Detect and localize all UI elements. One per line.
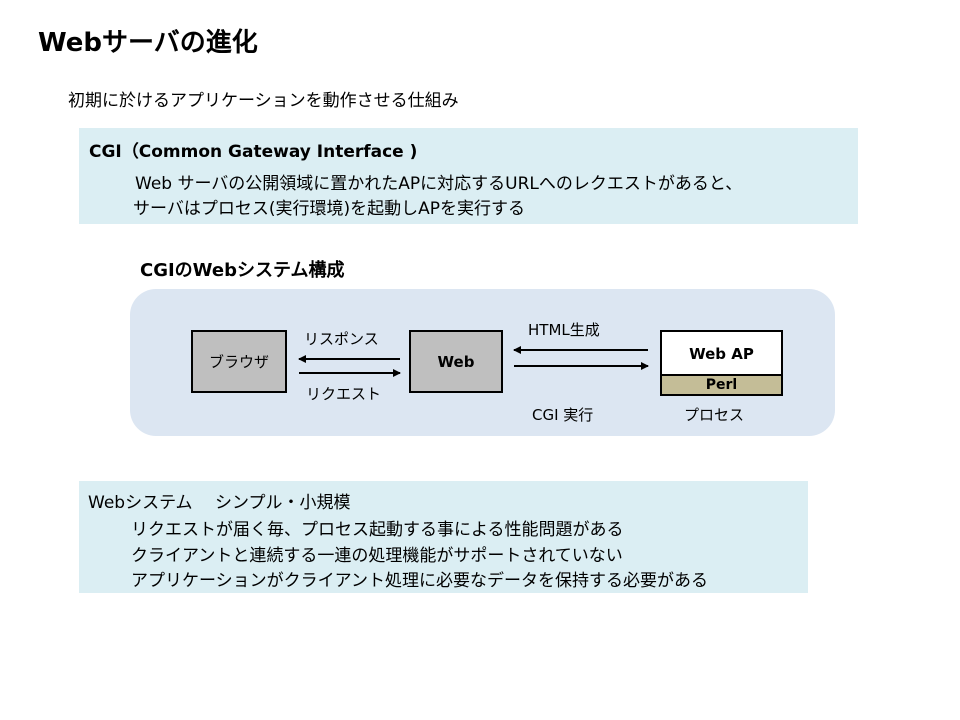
page-title: Webサーバの進化: [38, 28, 258, 58]
browser-node: ブラウザ: [191, 330, 287, 393]
html-generation-label: HTML生成: [528, 321, 600, 339]
cgi-definition-box: CGI（Common Gateway Interface ) Web サーバの公…: [79, 128, 858, 224]
response-label: リスポンス: [304, 330, 379, 348]
summary-item: アプリケーションがクライアント処理に必要なデータを保持する必要がある: [131, 571, 708, 591]
web-system-summary-box: Webシステム シンプル・小規模 リクエストが届く毎、プロセス起動する事による性…: [79, 481, 808, 593]
web-server-node: Web: [409, 330, 503, 393]
cgi-execute-label: CGI 実行: [532, 406, 594, 424]
request-label: リクエスト: [306, 385, 382, 403]
perl-label: Perl: [662, 374, 781, 394]
page-subtitle: 初期に於けるアプリケーションを動作させる仕組み: [68, 91, 459, 111]
web-ap-label: Web AP: [689, 345, 754, 363]
process-label: プロセス: [684, 406, 745, 424]
browser-label: ブラウザ: [208, 353, 269, 371]
web-server-label: Web: [437, 352, 475, 371]
diagram-title: CGIのWebシステム構成: [140, 260, 345, 281]
summary-item: クライアントと連続する一連の処理機能がサポートされていない: [131, 546, 623, 566]
web-ap-node: Web AP Perl: [660, 330, 783, 396]
summary-item: リクエストが届く毎、プロセス起動する事による性能問題がある: [131, 520, 624, 540]
cgi-heading: CGI（Common Gateway Interface ): [89, 142, 418, 162]
cgi-description-line-2: サーバはプロセス(実行環境)を起動しAPを実行する: [133, 199, 525, 219]
cgi-description-line-1: Web サーバの公開領域に置かれたAPに対応するURLへのレクエストがあると、: [135, 174, 743, 194]
summary-heading: Webシステム シンプル・小規模: [88, 493, 351, 513]
